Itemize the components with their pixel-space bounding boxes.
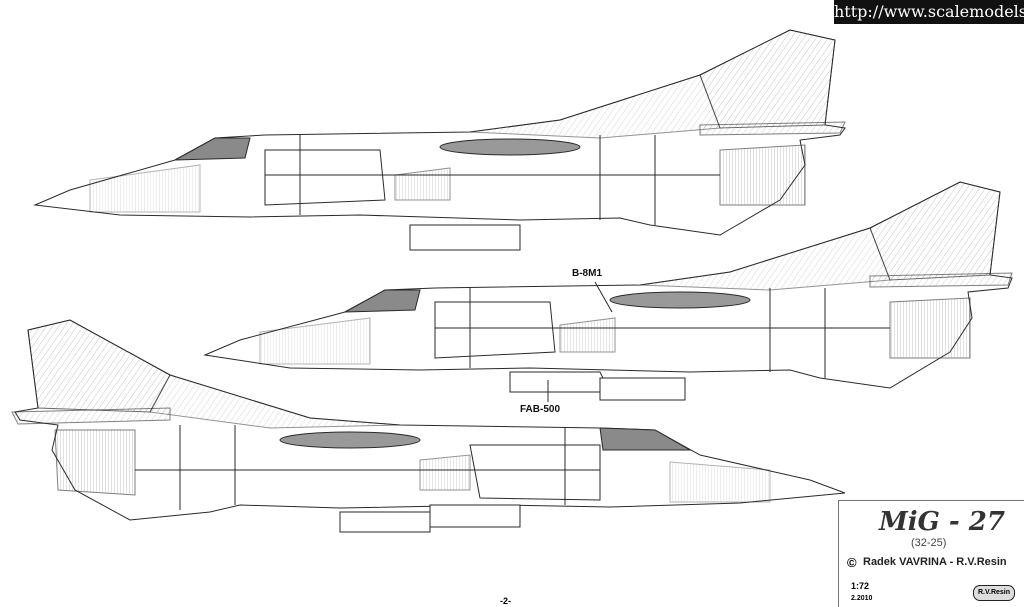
date-label: 2.2010	[851, 595, 873, 602]
stabilizer	[869, 272, 1013, 288]
tail-fin-hatch	[27, 319, 171, 413]
avionics-bay-hatch	[259, 317, 371, 365]
aircraft-top-view	[33, 29, 846, 251]
bomb-1	[409, 224, 521, 251]
spine-hatch	[469, 74, 721, 139]
exhaust-nozzle	[719, 144, 806, 206]
bomb-1	[339, 511, 431, 533]
fab500-callout: FAB-500	[520, 404, 561, 415]
tail-fin-hatch	[699, 29, 836, 129]
fuselage-outline	[203, 181, 1013, 389]
title-block: MiG - 27 (32-25) © Radek VAVRINA - R.V.R…	[838, 500, 1024, 607]
spine-hatch	[639, 227, 891, 291]
exhaust-nozzle	[889, 297, 971, 359]
canopy	[174, 137, 251, 161]
stabilizer	[11, 407, 171, 425]
aircraft-title: MiG - 27	[879, 507, 1005, 537]
avionics-bay-hatch	[669, 461, 771, 503]
wing-root	[279, 431, 421, 449]
author-credit: Radek VAVRINA - R.V.Resin	[863, 556, 1007, 568]
copyright-icon: ©	[847, 555, 857, 570]
exhaust-nozzle	[54, 429, 136, 496]
b8m1-callout: B-8M1	[572, 268, 603, 279]
tail-fin-hatch	[869, 181, 1001, 281]
intake	[469, 444, 601, 501]
spine-hatch	[149, 374, 401, 429]
canopy	[344, 289, 421, 313]
aircraft-bottom-view	[11, 319, 846, 533]
wing-root	[439, 138, 581, 156]
intake	[264, 149, 386, 206]
b8m1-pod	[394, 167, 451, 201]
b8m1-pod	[559, 317, 616, 353]
source-url-banner[interactable]: http://www.scalemodels.ru	[834, 0, 1024, 24]
intake	[434, 301, 556, 359]
page-number: -2-	[500, 596, 511, 606]
bomb-2	[429, 504, 521, 528]
stabilizer	[699, 121, 846, 136]
fuselage-outline	[33, 29, 846, 236]
variant-code: (32-25)	[911, 537, 947, 549]
wing-root	[609, 291, 751, 309]
avionics-bay-hatch	[89, 164, 201, 213]
canopy	[599, 427, 692, 451]
b8m1-pod	[419, 454, 471, 491]
scale-label: 1:72	[851, 581, 870, 591]
fab500-bomb	[509, 371, 611, 393]
rv-resin-logo: R.V.Resin	[973, 585, 1015, 601]
aircraft-middle-view	[203, 181, 1013, 402]
fab500-bomb-2	[599, 377, 686, 401]
